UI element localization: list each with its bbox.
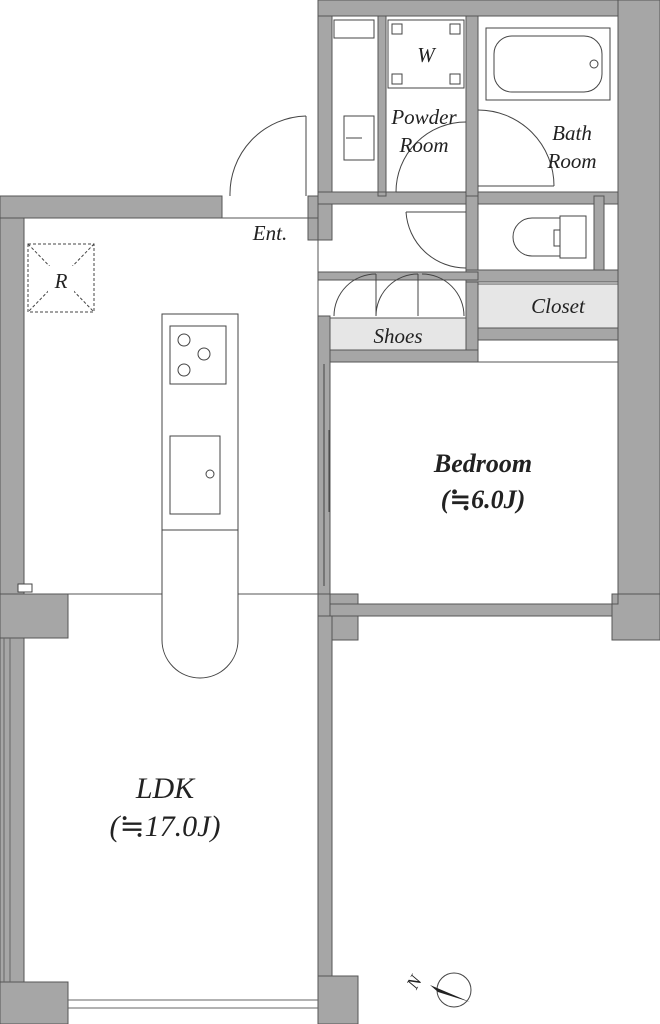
bedroom-label: Bedroom [433, 449, 532, 478]
bath-room-label-2: Room [547, 149, 597, 173]
shelf [333, 19, 375, 39]
washbasin [343, 115, 375, 161]
toilet [512, 215, 587, 259]
ldk-size: (≒17.0J) [110, 810, 221, 843]
ldk-label: LDK [135, 772, 196, 805]
closet-label: Closet [531, 294, 586, 318]
windows [3, 638, 318, 1009]
refrigerator-label-bg [48, 266, 74, 292]
bath-door [477, 109, 555, 187]
kitchen-island [161, 313, 239, 679]
bedroom-size: (≒6.0J) [441, 485, 526, 514]
entrance-door [229, 115, 307, 197]
bath-room-label-1: Bath [552, 121, 592, 145]
powder-room-label-1: Powder [390, 105, 457, 129]
intercom [17, 583, 33, 593]
washing-machine: W [387, 19, 465, 89]
closet: Closet [477, 283, 619, 329]
shoes-label: Shoes [374, 324, 423, 348]
washer-label: W [417, 43, 437, 67]
entrance-label: Ent. [252, 221, 287, 245]
compass-icon: N [402, 971, 472, 1008]
shoes-cabinet-doors [333, 273, 465, 317]
powder-door [395, 121, 467, 269]
refrigerator-label: R [54, 269, 68, 293]
north-label: N [402, 971, 426, 993]
shoes-cabinet: Shoes [329, 317, 467, 351]
bedroom-sliding-door [323, 364, 330, 586]
powder-room-label-2: Room [399, 133, 449, 157]
bathtub [485, 27, 611, 101]
